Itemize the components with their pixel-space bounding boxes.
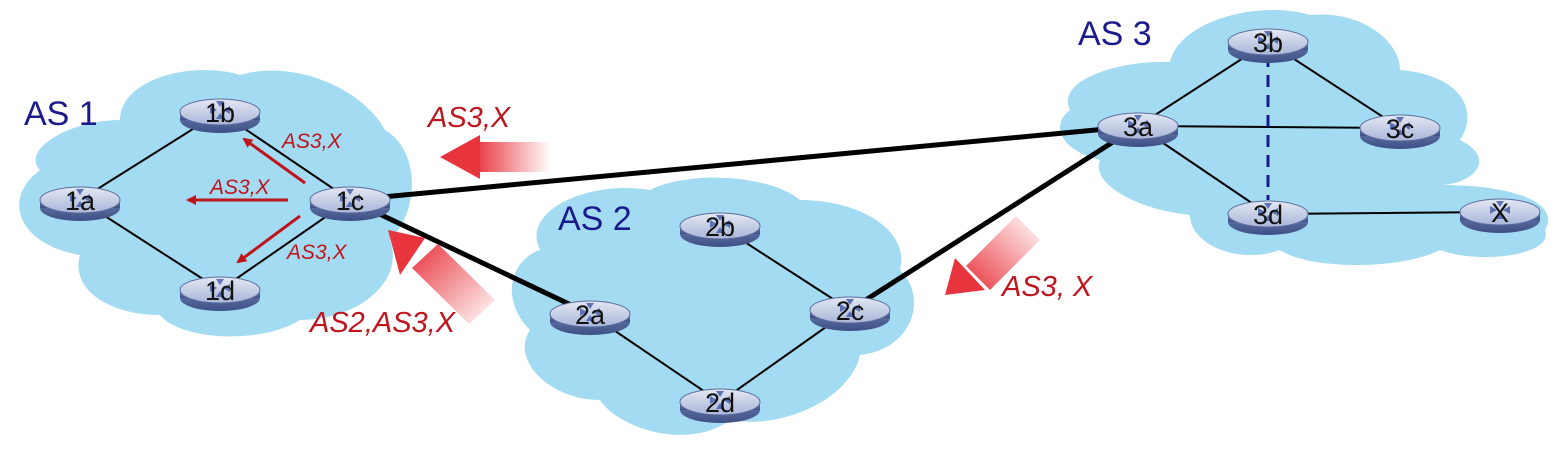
advert-arrow-as3-to-as2 [945,216,1040,295]
as3-label: AS 3 [1078,15,1152,53]
router-3a: 3a [1097,112,1179,148]
as3-cloud [1060,10,1549,266]
router-label-3d: 3d [1253,200,1283,230]
advert-arrow-as2-to-as1 [388,230,495,324]
router-3d: 3d [1227,200,1309,236]
router-1b: 1b [179,98,261,134]
router-3b: 3b [1227,28,1309,64]
router-label-1b: 1b [205,98,235,128]
as2-cloud [511,177,915,435]
as1-label: AS 1 [24,95,98,133]
router-2d: 2d [679,388,761,424]
router-label-2a: 2a [575,300,606,330]
router-2c: 2c [809,296,891,332]
router-label-3b: 3b [1253,28,1283,58]
advert-label-as3-to-as2: AS3, X [1000,271,1094,303]
router-label-x: X [1491,198,1509,228]
router-2a: 2a [549,300,631,336]
router-2b: 2b [679,212,761,248]
router-x: X [1459,198,1541,234]
internal-advert-label-1b: AS3,X [280,130,343,153]
advert-arrow-as3-to-as1 [440,135,550,179]
router-label-2b: 2b [705,212,735,242]
router-label-2d: 2d [705,388,735,418]
router-label-3a: 3a [1123,112,1154,142]
router-1d: 1d [179,276,261,312]
router-label-2c: 2c [836,296,865,326]
router-1c: 1c [309,186,391,222]
as1-cloud [19,70,412,337]
router-label-1c: 1c [336,186,365,216]
router-label-3c: 3c [1386,114,1415,144]
internal-advert-label-1a: AS3,X [208,176,271,199]
ebgp-links [348,123,1140,317]
router-label-1a: 1a [65,186,96,216]
router-label-1d: 1d [205,276,235,306]
router-1a: 1a [39,186,121,222]
internal-advert-label-1d: AS3,X [285,241,348,264]
advert-label-as3-to-as1: AS3,X [426,102,512,134]
internal-advert-arrows [186,137,306,264]
router-3c: 3c [1359,114,1441,150]
as2-label: AS 2 [558,200,632,238]
advert-label-as2-to-as1: AS2,AS3,X [308,307,457,339]
